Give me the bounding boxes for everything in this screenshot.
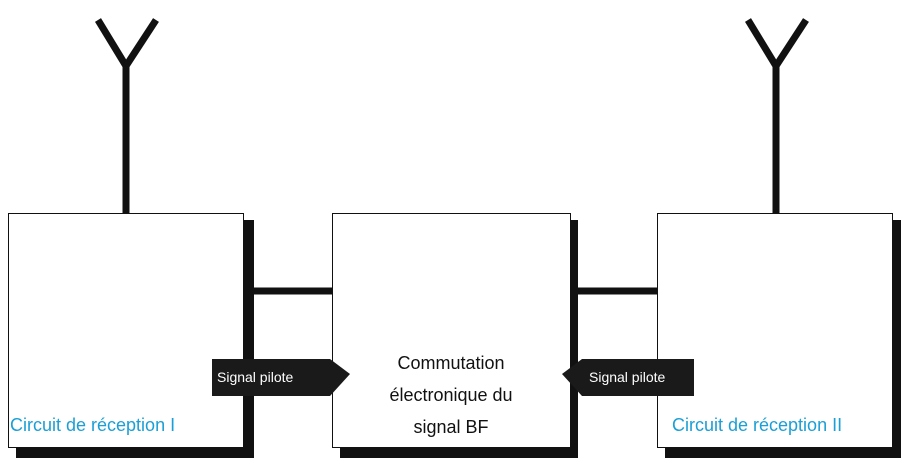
switch-block-label-line-2: électronique du (389, 385, 512, 405)
antenna-right-icon (745, 18, 809, 213)
receiver-right-label: Circuit de réception II (672, 415, 842, 435)
pilot-signal-right-arrow: Signal pilote (562, 359, 694, 396)
switch-block-box (332, 213, 571, 448)
antenna-left-icon (95, 18, 159, 213)
receiver-left-block: Circuit de réception I (8, 213, 254, 458)
pilot-signal-left-label: Signal pilote (217, 369, 293, 385)
receiver-right-box (657, 213, 893, 448)
receiver-left-box (8, 213, 244, 448)
receiver-right-block: Circuit de réception II (657, 213, 901, 458)
switch-block-label-line-3: signal BF (413, 417, 488, 437)
switch-block: Commutation électronique du signal BF (332, 213, 578, 458)
switch-block-label-line-1: Commutation (397, 353, 504, 373)
receiver-left-label: Circuit de réception I (10, 415, 175, 435)
pilot-signal-right-label: Signal pilote (589, 369, 665, 385)
pilot-signal-left-arrow: Signal pilote (212, 359, 350, 396)
